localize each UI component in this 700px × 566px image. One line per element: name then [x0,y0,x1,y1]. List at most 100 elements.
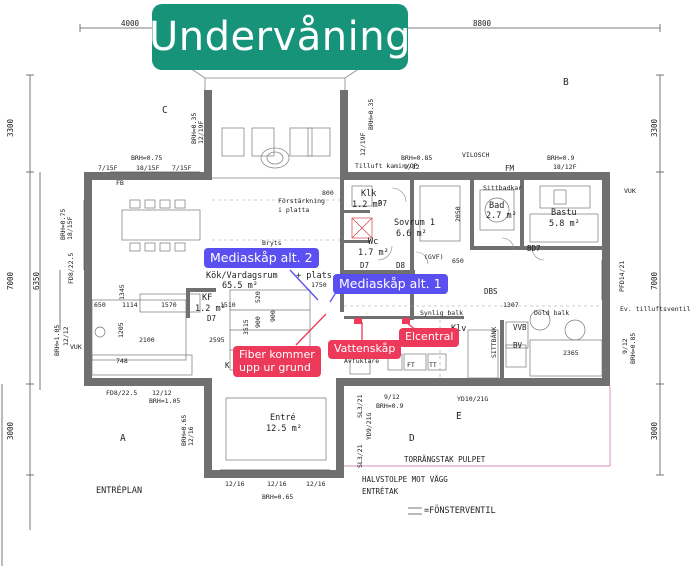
label-d7-b: D7 [360,261,370,270]
dim-left-lower: 3000 [6,421,15,440]
label-fd8-225-b: FD8/22.5 [106,389,138,397]
room-kok-area: 65.5 m² [222,281,258,291]
label-frac-12-12-l: 12/12 [62,326,70,346]
label-1345: 1345 [118,284,126,300]
dim-right-upper: 3300 [650,118,659,137]
room-kf-name: KF [202,293,213,303]
label-2365: 2365 [563,349,579,357]
label-bryts: Bryts [262,239,282,247]
tag-markers [354,318,410,324]
room-entre-area: 12.5 m² [266,424,302,434]
room-wc-area: 1.7 m² [358,248,389,258]
label-frac-9-12-r: 9/12 [621,338,629,354]
room-bad-area: 2.7 m² [486,211,517,221]
label-frac-12-12-b: 12/12 [152,389,172,397]
room-kok-extra: + plats [296,271,332,281]
label-fd8-225-l: FD8/22.5 [67,252,75,284]
interior-walls [186,172,602,380]
label-2100: 2100 [139,336,155,344]
tag-mediaskap-alt-1: Mediaskåp alt. 1 [333,274,448,295]
label-tilluft: Tilluft kamin/OP [355,162,418,170]
fonsterventil-legend [408,507,422,515]
label-frac-12-16-v: 12/16 [187,426,195,446]
room-sovrum-area: 6.6 m² [396,229,427,239]
room-bastu-name: Bastu [551,208,577,218]
label-sl3-21-b: SL3/21 [356,444,364,468]
room-klk-name: Klk [361,189,377,199]
label-fm: FM [505,164,515,173]
dim-top-left: 4000 [121,19,140,28]
label-frac-12-19f-v: 12/19F [197,120,205,144]
exterior-walls [84,90,610,478]
room-bad-name: Bad [489,201,505,211]
label-brh-035-v2: BRH=0.35 [367,98,375,130]
label-frac-9-12: 9/12 [404,163,420,171]
label-frac-12-19f-v2: 12/19F [359,132,367,156]
label-frac-18-15f: 18/15F [136,164,160,172]
label-2595: 2595 [209,336,225,344]
label-dold-balk: Dold balk [534,309,570,317]
room-dbs: DBS [484,287,498,296]
upper-terrace [189,67,361,179]
label-frac-9-12-e: 9/12 [384,393,400,401]
label-ft: FT [407,361,415,369]
label-frac-18-15f-l: 18/15F [66,216,74,240]
label-frac-12-16-c: 12/16 [306,480,326,488]
label-1205: 1205 [117,322,125,338]
label-vuk: VUK [624,187,636,195]
dim-left-inner: 6350 [32,271,41,290]
label-entreplan: ENTRÉPLAN [96,486,143,496]
label-frac-7-15f-b: 7/15F [172,164,192,172]
room-wc-name: Wc [368,237,379,247]
dim-right-lower: 3000 [650,421,659,440]
door-swings [377,187,545,265]
label-vuk-l: VUK [70,343,82,351]
label-1570: 1570 [161,301,177,309]
label-frac-18-12f: 18/12F [553,163,577,171]
label-748: 748 [116,357,128,365]
room-vvb: VVB [513,323,527,332]
room-klk-area: 1.2 m² [352,200,383,210]
tag-elcentral: Elcentral [399,328,460,347]
label-yd10-21g: YD10/21G [457,395,489,403]
label-650-b: 650 [94,301,106,309]
label-d7-a: D7 [378,199,388,208]
room-kf-area: 1.2 m² [195,304,226,314]
label-halvstolpe: HALVSTOLPE MOT VÄGG [362,475,448,484]
label-k: K [225,361,230,370]
dimension-lines [1,24,664,566]
label-1750: 1750 [311,281,327,289]
label-bd7: BD7 [527,244,541,253]
label-2050: 2050 [454,206,462,222]
label-yd9-21g: YD9/21G [365,412,373,440]
label-frac-12-16-b: 12/16 [267,480,287,488]
label-900-b: 900 [269,310,277,322]
label-torrangstak: TORRÄNGSTAK PULPET [404,455,486,464]
label-tt: TT [429,361,437,369]
zone-d: D [409,433,415,444]
label-sittbadkar: Sittbadkar [483,184,523,192]
tag-vattenskap: Vattenskåp [328,340,402,359]
label-forstarkning: Förstärkning [278,197,325,205]
label-d8: D8 [396,261,406,270]
dim-left-middle: 7000 [6,271,15,290]
room-kok-name: Kök/Vardagsrum [206,271,278,281]
tag-fiber: Fiber kommer upp ur grund [233,346,321,378]
label-frac-7-15f-a: 7/15F [98,164,118,172]
label-gvf: (GVF) [424,253,444,261]
label-1510: 1510 [220,301,236,309]
windows [83,171,603,471]
label-800: 800 [322,189,334,197]
room-klv: Klv [451,324,467,334]
label-ev-tilluft: Ev. tilluftsventil [620,305,691,313]
label-brh-105-b: BRH=1.05 [149,397,181,405]
label-brh-105-l: BRH=1.05 [53,324,61,356]
page-title: Undervåning [149,4,410,70]
zone-e: E [456,411,462,422]
label-sittbank: SITTBÄNK [490,326,498,358]
label-900-a: 900 [254,316,262,328]
label-brh-085-r: BRH=0.85 [629,332,637,364]
label-i-platta: i platta [278,206,310,214]
label-brh-075-c: BRH=0.75 [131,154,163,162]
